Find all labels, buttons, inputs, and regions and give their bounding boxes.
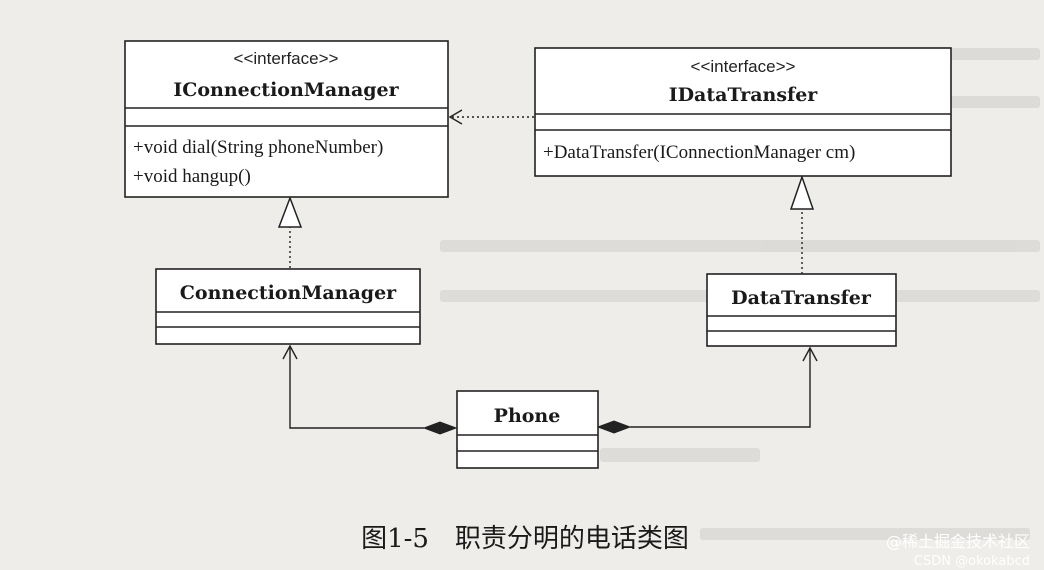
iconnectionmanager-method: +void dial(String phoneNumber) [133, 137, 383, 158]
iconnectionmanager-name: IConnectionManager [173, 79, 399, 101]
class-idatatransfer: <<interface>> IDataTransfer +DataTransfe… [534, 47, 952, 177]
figure-caption: 图1-5 职责分明的电话类图 [361, 524, 689, 554]
idatatransfer-method: +DataTransfer(IConnectionManager cm) [543, 142, 855, 163]
class-datatransfer: DataTransfer [706, 273, 897, 347]
dependency-idatatransfer-to-iconnectionmanager [448, 109, 534, 125]
idatatransfer-stereotype: <<interface>> [691, 57, 796, 76]
class-connectionmanager: ConnectionManager [155, 268, 421, 345]
watermark-line1: @稀土掘金技术社区 [886, 532, 1030, 551]
composition-phone-connectionmanager [282, 344, 458, 435]
composition-phone-datatransfer [596, 346, 818, 434]
iconnectionmanager-stereotype: <<interface>> [234, 49, 339, 68]
datatransfer-name: DataTransfer [731, 287, 872, 309]
iconnectionmanager-method: +void hangup() [133, 166, 251, 187]
connectionmanager-name: ConnectionManager [180, 282, 397, 304]
realization-connectionmanager [277, 195, 303, 268]
watermark-line2: CSDN @okokabcd [914, 554, 1030, 569]
realization-datatransfer [789, 174, 815, 274]
watermark: @稀土掘金技术社区 CSDN @okokabcd [886, 532, 1030, 569]
class-iconnectionmanager: <<interface>> IConnectionManager +void d… [124, 40, 449, 198]
idatatransfer-name: IDataTransfer [669, 84, 819, 106]
class-phone: Phone [456, 390, 599, 469]
phone-name: Phone [494, 405, 561, 427]
